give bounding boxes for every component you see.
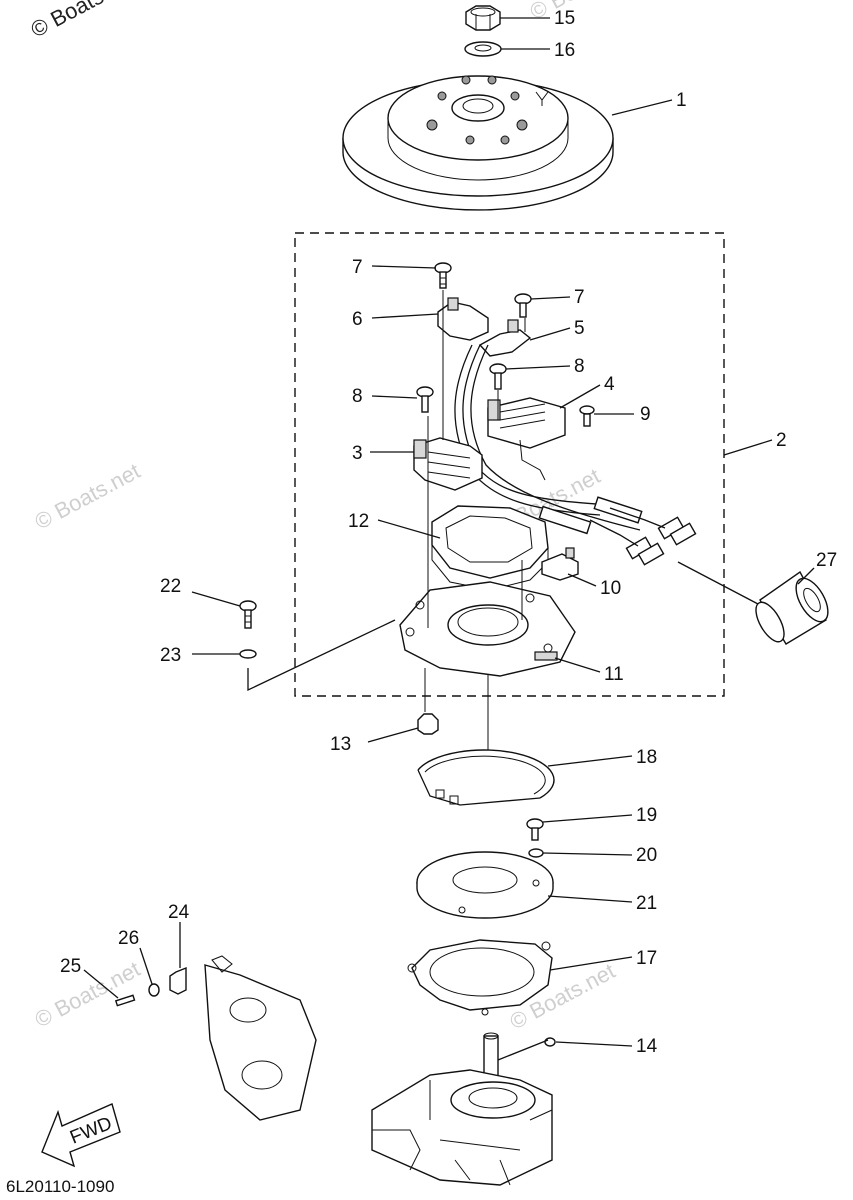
callout-2: 2	[776, 430, 787, 451]
screw-part	[526, 818, 544, 841]
callout-16: 16	[554, 40, 575, 61]
charge-coil-part	[487, 397, 566, 481]
callout-6: 6	[352, 309, 363, 330]
flywheel-part	[342, 75, 614, 211]
callout-12: 12	[348, 511, 369, 532]
screw-part	[434, 262, 452, 289]
bracket-clip	[447, 297, 459, 311]
callout-13: 13	[330, 734, 351, 755]
crankcase-part	[371, 1032, 553, 1186]
bracket-clip	[507, 319, 519, 333]
watermark-top: © Boats	[27, 0, 108, 42]
cap-part	[755, 570, 829, 645]
gasket-part	[407, 939, 553, 1016]
plug-part	[544, 1037, 556, 1047]
pulser-coil-part	[413, 437, 483, 491]
callout-19: 19	[636, 805, 657, 826]
callout-21: 21	[636, 893, 657, 914]
callout-9: 9	[640, 404, 651, 425]
washer-part	[239, 649, 257, 659]
callout-27: 27	[816, 550, 837, 571]
screw-part	[579, 405, 595, 427]
watermark: © Boats.net	[526, 0, 640, 24]
bracket-part	[437, 301, 489, 341]
screw-part	[514, 293, 532, 318]
callout-24: 24	[168, 902, 190, 923]
washer-part	[528, 848, 544, 858]
callout-10: 10	[600, 578, 621, 599]
callout-5: 5	[574, 318, 585, 339]
screw-part	[489, 363, 507, 390]
bracket-assembly	[114, 955, 317, 1121]
callout-1: 1	[676, 90, 687, 111]
stator-assembly-boundary	[294, 232, 725, 697]
nut-part	[465, 5, 501, 31]
callout-26: 26	[118, 928, 139, 949]
screw-part	[239, 600, 257, 629]
callout-20: 20	[636, 845, 657, 866]
callout-22: 22	[160, 576, 181, 597]
callout-7: 7	[352, 257, 363, 278]
callout-3: 3	[352, 443, 363, 464]
callout-18: 18	[636, 747, 657, 768]
callout-14: 14	[636, 1036, 658, 1057]
diagram-code: 6L20110-1090	[6, 1177, 114, 1196]
base-plate-part	[431, 505, 549, 591]
screw-part	[416, 386, 434, 413]
bracket-part	[478, 329, 532, 357]
clip-part	[541, 547, 579, 581]
forward-arrow-icon: FWD	[41, 1103, 121, 1168]
snap-ring-part	[417, 749, 555, 806]
callout-8: 8	[574, 356, 585, 377]
plate-part	[416, 851, 554, 919]
leader-lines	[83, 17, 815, 1061]
callout-labels: 1 2 3 4 5 6 7 7 8 8 9 10 11 12 13 14 15 …	[60, 8, 837, 1057]
stator-base-part	[399, 581, 576, 677]
callout-23: 23	[160, 645, 181, 666]
callout-4: 4	[604, 374, 615, 395]
callout-11: 11	[604, 664, 624, 685]
washer-part	[464, 41, 502, 57]
callout-8: 8	[352, 386, 363, 407]
callout-15: 15	[554, 8, 575, 29]
watermark: © Boats.net	[31, 458, 145, 534]
nut-part	[417, 713, 439, 735]
ground-wire	[247, 619, 396, 692]
callout-7: 7	[574, 287, 585, 308]
callout-25: 25	[60, 956, 81, 977]
watermark: © Boats.net	[31, 956, 145, 1032]
callout-17: 17	[636, 948, 657, 969]
